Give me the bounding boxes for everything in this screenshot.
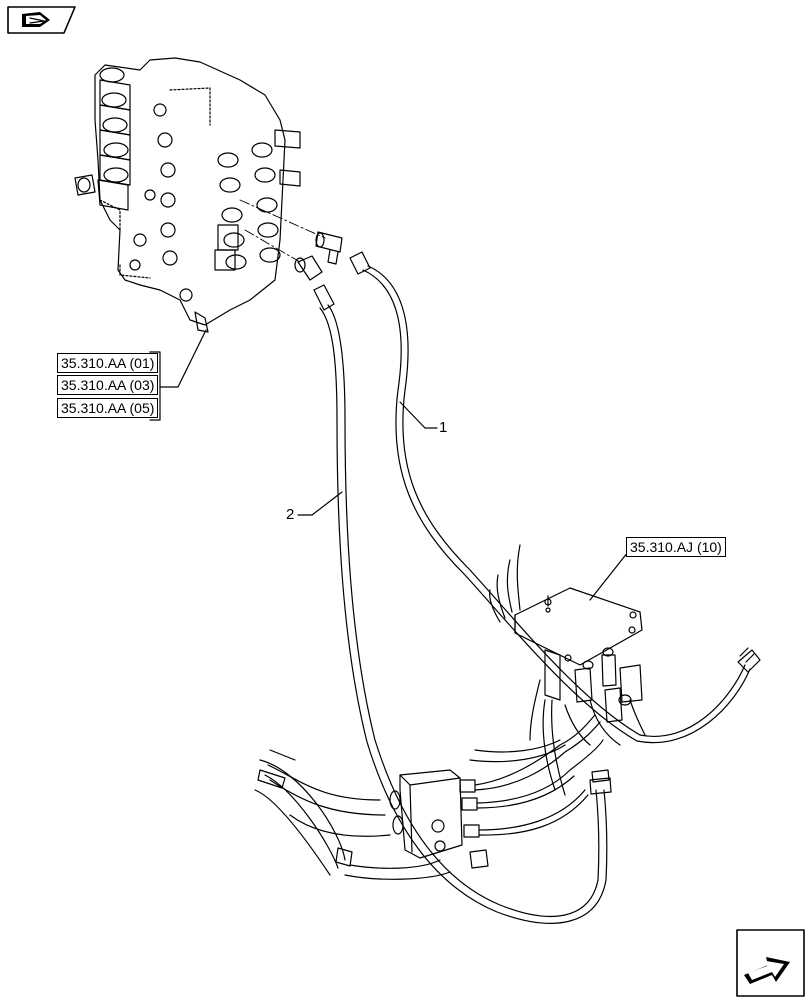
lower-hose-bundle: [254, 714, 604, 880]
callout-leader-2: [297, 491, 343, 516]
centerline: [239, 199, 326, 239]
control-valve-block: [74, 57, 301, 333]
tee-fitting: [315, 231, 343, 265]
hose-item-1: [362, 265, 761, 744]
hose-item-2: [319, 304, 612, 924]
reference-box-1[interactable]: 35.310.AA (01): [57, 353, 159, 373]
reference-box-2[interactable]: 35.310.AA (03): [57, 375, 159, 395]
reference-box-4[interactable]: 35.310.AJ (10): [626, 537, 726, 557]
hose-end-ferrule: [313, 284, 335, 311]
next-page-arrow-icon[interactable]: [736, 929, 805, 997]
book-page-icon[interactable]: [7, 6, 76, 34]
reference-box-3[interactable]: 35.310.AA (05): [57, 398, 159, 418]
reference-bracket: [149, 329, 207, 421]
right-manifold-assembly: [489, 544, 646, 796]
callout-leader-1: [399, 401, 438, 429]
centerline: [244, 229, 301, 263]
reference-leader: [589, 551, 629, 601]
callout-item-2: 2: [286, 506, 295, 523]
hose-end-ferrule: [349, 251, 371, 275]
callout-item-1: 1: [439, 419, 448, 436]
elbow-fitting: [294, 255, 323, 281]
